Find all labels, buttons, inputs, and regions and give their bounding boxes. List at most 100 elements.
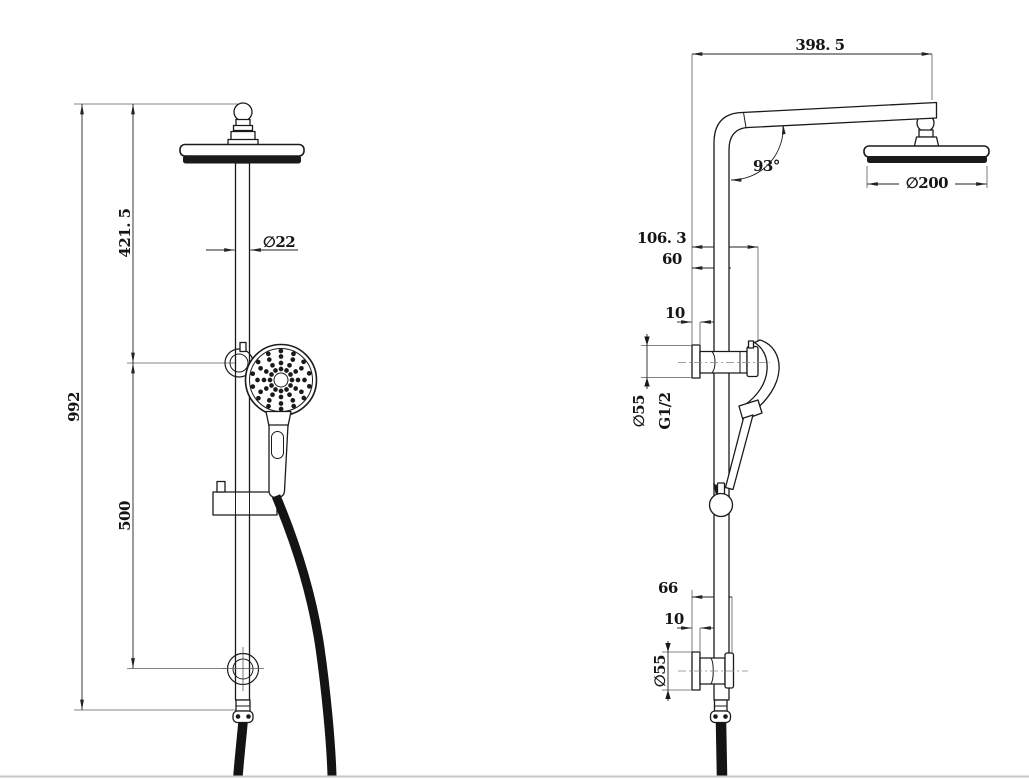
dim-rail-dia-label: ∅22 <box>263 233 295 251</box>
bottom-bracket-ring <box>724 652 735 689</box>
spray-dot <box>287 392 292 398</box>
dim-thread-label: G1/2 <box>656 392 674 429</box>
spray-dot <box>250 384 256 389</box>
side-slider-pin <box>716 482 726 495</box>
side-rain-nozzles <box>867 156 987 163</box>
spray-dot <box>261 377 267 383</box>
spray-dots <box>250 348 312 412</box>
spray-dot <box>288 383 293 388</box>
spray-dot <box>266 357 272 362</box>
dim-10b-label: 10 <box>664 610 684 628</box>
side-nut-dot-left <box>713 714 718 719</box>
spray-dot <box>267 377 273 383</box>
spray-dot <box>269 383 274 388</box>
ball-joint <box>233 102 253 122</box>
dim-55b-arrow-bottom <box>665 690 671 699</box>
dim-upper-section-label: 421. 5 <box>116 208 134 257</box>
spray-dot <box>306 383 312 389</box>
spray-dot <box>263 369 269 374</box>
hand-shower-button <box>271 431 284 459</box>
top-bracket-neck <box>711 351 716 374</box>
spray-dot <box>273 368 278 373</box>
spray-dot <box>287 362 292 368</box>
spray-dot <box>258 389 263 395</box>
spray-dot <box>290 398 296 403</box>
spray-dot <box>278 401 284 406</box>
spray-dot <box>299 365 304 371</box>
spray-dot <box>302 377 307 383</box>
spray-dot <box>291 351 296 357</box>
spray-dot <box>269 372 274 377</box>
spray-dot <box>273 387 278 392</box>
spray-dot <box>266 403 271 409</box>
head-adapter-1 <box>230 130 256 141</box>
rain-shower-head <box>179 143 305 157</box>
hanger-pin <box>239 341 247 353</box>
side-view: 398. 5 93° ∅200 106. 3 60 10 ∅55 G1/2 <box>630 36 990 777</box>
dim-arm-length-label: 398. 5 <box>795 36 844 54</box>
dim-55t-label: ∅55 <box>630 395 648 427</box>
side-slider-knob <box>708 492 734 518</box>
side-outlet-hose <box>715 722 728 777</box>
spray-dot <box>263 386 269 391</box>
spray-dot <box>299 389 304 395</box>
side-hand-shower-collar <box>738 399 763 421</box>
rail-and-arm <box>713 101 938 701</box>
spray-dot <box>278 388 284 394</box>
spray-dot <box>270 392 275 398</box>
dim-angle-label: 93° <box>753 157 780 175</box>
dim-angle-arc <box>730 123 786 182</box>
front-dimensions: 992 421. 5 500 ∅22 <box>65 103 298 711</box>
dim-106-label: 106. 3 <box>637 229 686 247</box>
spray-dot <box>291 403 297 409</box>
dim-66-label: 66 <box>658 579 678 597</box>
dim-55b-label: ∅55 <box>651 655 669 687</box>
rain-head-nozzles <box>183 155 301 164</box>
top-bracket-pin <box>747 340 755 349</box>
side-hand-shower-handle <box>724 414 754 491</box>
spray-dot <box>255 359 261 365</box>
hose-nut-dot-left <box>235 714 241 719</box>
arm-seam <box>743 112 747 128</box>
hanger-ring-inner <box>229 353 249 373</box>
spray-dot <box>290 357 296 362</box>
spray-dot <box>278 348 284 354</box>
dim-55t-arrow-bottom <box>644 377 650 387</box>
spray-dot <box>278 354 284 359</box>
spray-dot <box>278 394 284 400</box>
spray-dot <box>301 395 307 401</box>
dim-55t-arrow-top <box>644 336 650 346</box>
dim-10t-label: 10 <box>665 304 685 322</box>
spray-dot <box>301 359 306 365</box>
front-view: 992 421. 5 500 ∅22 <box>65 102 337 777</box>
hand-shower-hub <box>273 372 289 388</box>
spray-dot <box>293 369 299 374</box>
outlet-hose <box>233 722 248 777</box>
spray-dot <box>284 368 289 373</box>
side-dimensions: 398. 5 93° ∅200 106. 3 60 10 ∅55 G1/2 <box>630 36 988 701</box>
spray-dot <box>250 371 256 377</box>
spray-dot <box>265 351 271 357</box>
side-hose-nut <box>709 710 732 724</box>
dim-60-label: 60 <box>662 250 682 268</box>
spray-dot <box>278 406 284 412</box>
spray-dot <box>278 360 284 366</box>
dim-55b-arrow-top <box>665 643 671 652</box>
side-nut-dot-right <box>723 714 728 719</box>
ball-collar-2 <box>232 124 254 132</box>
spray-dot <box>288 372 293 377</box>
front-hardware <box>179 102 337 777</box>
top-bracket-flange <box>691 344 701 379</box>
shower-hose <box>271 494 337 777</box>
spray-dot <box>255 377 260 383</box>
dim-overall-height-label: 992 <box>65 392 83 422</box>
spray-dot <box>258 365 263 371</box>
dim-head-dia-label: ∅200 <box>906 174 948 192</box>
spray-dot <box>289 377 295 383</box>
spray-dot <box>270 362 275 368</box>
dim-lower-section-label: 500 <box>116 501 134 531</box>
spray-dot <box>266 398 272 403</box>
side-rain-head <box>863 145 990 158</box>
